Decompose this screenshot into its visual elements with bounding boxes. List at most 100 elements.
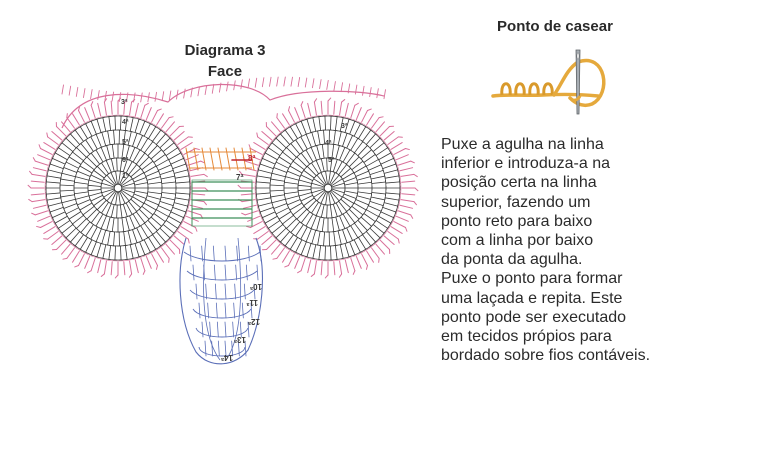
left-motif-round-stitch <box>102 244 107 259</box>
left-motif-outer-stitch <box>90 257 96 272</box>
right-motif-round-stitch <box>298 179 313 184</box>
right-motif-round-stitch <box>285 195 300 200</box>
left-motif-round-stitch <box>132 132 138 147</box>
left-motif-round-stitch <box>80 143 91 155</box>
right-motif-stitch-cap <box>288 141 293 146</box>
right-motif-stitch-cap <box>256 173 258 179</box>
right-motif-stitch-cap <box>310 116 316 119</box>
right-motif-outer-stitch <box>390 142 403 150</box>
right-motif-stitch-cap <box>357 217 361 221</box>
pink-top-stitch <box>369 87 372 97</box>
right-motif-round-stitch <box>343 193 357 199</box>
right-motif-stitch-cap <box>308 227 314 230</box>
right-motif-round-stitch <box>380 211 395 219</box>
right-motif-stitch-cap <box>334 258 340 261</box>
right-motif-outer-stitch <box>244 160 259 166</box>
right-motif-round-stitch <box>370 196 386 201</box>
right-motif-stitch-cap <box>284 145 289 150</box>
left-motif-stitch-cap <box>130 160 135 163</box>
right-motif-round-stitch <box>323 129 326 145</box>
right-motif-round-stitch <box>256 197 272 201</box>
right-motif-stitch-cap <box>286 202 289 208</box>
left-motif-round-stitch <box>155 209 169 217</box>
left-motif-round-stitch <box>122 203 128 217</box>
right-motif-stitch-cap <box>346 118 352 121</box>
left-motif-stitch-cap <box>47 203 50 209</box>
left-motif-stitch-cap <box>123 244 128 247</box>
right-motif-outer-stitch <box>242 204 257 209</box>
left-motif-round-stitch <box>65 161 80 169</box>
right-motif-stitch-cap <box>355 236 360 240</box>
round-label-left-4: 6ª <box>122 157 129 164</box>
left-motif-round-stitch <box>90 174 104 182</box>
blue-stitch <box>234 283 237 300</box>
left-motif-outer-stitch <box>37 215 51 222</box>
left-motif-stitch-cap <box>140 134 145 137</box>
right-motif-round-stitch <box>365 231 376 243</box>
round-label-left-5: 1ª <box>122 173 129 180</box>
left-motif-round-stitch <box>88 192 103 197</box>
left-motif-round-stitch <box>124 116 128 131</box>
left-motif-stitch-cap <box>168 236 172 240</box>
right-motif-outer-stitch <box>350 104 356 119</box>
round-label-left-1: 3ª <box>121 99 128 106</box>
right-motif-outer-stitch <box>300 104 306 119</box>
left-motif-stitch-cap <box>89 198 93 204</box>
blue-stitch <box>198 302 201 319</box>
right-motif-stitch-cap <box>343 190 346 196</box>
right-motif-round-stitch <box>317 130 321 146</box>
right-motif-stitch-cap <box>369 174 372 179</box>
right-motif-round-stitch <box>269 184 285 187</box>
right-motif-round-stitch <box>331 143 335 159</box>
right-motif-round-stitch <box>311 189 324 194</box>
row-label-11: 11ª <box>247 298 258 307</box>
right-motif-round-stitch <box>343 177 357 183</box>
right-motif-stitch-cap <box>261 215 264 220</box>
description-line: inferior e introduza-a na <box>441 155 610 173</box>
left-motif-round-stitch <box>101 189 114 194</box>
right-motif-outer-stitch <box>390 226 403 234</box>
left-motif-stitch-cap <box>176 145 180 150</box>
left-motif-stitch-cap <box>76 202 79 208</box>
left-motif-round-stitch <box>79 126 88 140</box>
right-motif-outer-stitch <box>313 260 317 275</box>
left-motif-round-stitch <box>134 182 148 186</box>
left-motif-stitch-cap <box>47 167 50 173</box>
left-motif-round-stitch <box>141 160 154 171</box>
blue-stitch <box>207 302 210 319</box>
left-motif-round-stitch <box>54 215 68 224</box>
left-motif-round-stitch <box>159 200 174 207</box>
thread-loop-3 <box>528 82 540 96</box>
left-motif-outer-stitch <box>180 226 193 234</box>
right-motif-round-stitch <box>323 231 326 247</box>
pink-top-stitch <box>311 78 315 89</box>
left-motif-round-stitch <box>73 181 89 185</box>
right-motif-outer-stitch <box>375 121 386 133</box>
left-motif-stitch-cap <box>133 180 136 186</box>
right-motif-outer-stitch <box>300 257 306 272</box>
right-motif-round-stitch <box>371 192 387 195</box>
right-motif-stitch-cap <box>340 257 346 260</box>
description-line: posição certa na linha <box>441 174 597 192</box>
left-motif-round-stitch <box>144 141 154 154</box>
right-motif-outer-tip <box>405 226 408 232</box>
left-motif-round-stitch <box>172 163 187 170</box>
right-motif-stitch-cap <box>299 198 303 204</box>
left-motif-round-stitch <box>175 192 191 195</box>
left-motif-stitch-cap <box>163 240 168 244</box>
blue-stitch <box>259 245 262 262</box>
right-motif-round-stitch <box>316 174 326 185</box>
right-motif-round-stitch <box>310 215 317 230</box>
right-motif-round-stitch <box>259 206 274 213</box>
right-motif-round-stitch <box>329 192 336 204</box>
left-motif-stitch-cap <box>167 157 170 162</box>
right-motif-round-stitch <box>378 215 392 224</box>
left-motif-stitch-cap <box>158 128 163 132</box>
left-motif-stitch-cap <box>109 231 115 233</box>
left-motif-stitch-cap <box>74 174 77 179</box>
blue-stitch <box>192 264 195 281</box>
left-motif-stitch-cap <box>146 180 149 185</box>
right-motif-stitch-cap <box>312 195 316 200</box>
right-motif-round-stitch <box>315 160 322 173</box>
left-motif-stitch-cap <box>62 206 65 211</box>
